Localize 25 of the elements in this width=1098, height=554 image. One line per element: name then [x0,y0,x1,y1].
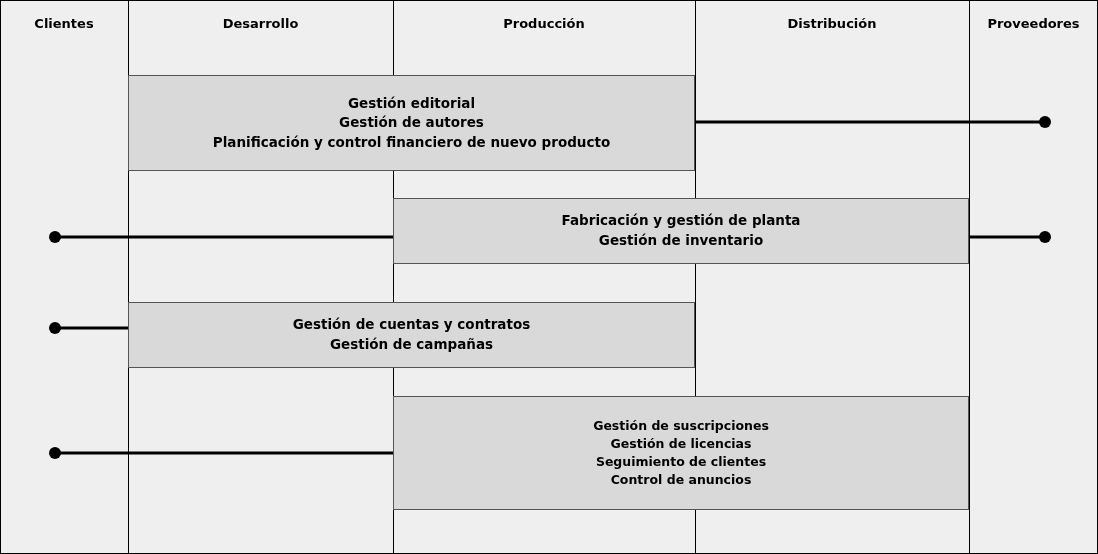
process-box [393,396,969,510]
column-header: Desarrollo [222,15,299,31]
column-header: Proveedores [987,15,1080,31]
connector-line [49,231,393,243]
column-header: Clientes [34,15,94,31]
box-text: Fabricación y gestión de planta [561,211,801,231]
box-text: Gestión de cuentas y contratos [292,315,531,335]
connector-line [49,447,393,459]
process-box [393,198,969,264]
box-text: Gestión de licencias [610,434,752,453]
connector-line [49,322,128,334]
connector-line [695,116,1051,128]
box-text: Gestión de suscripciones [593,416,769,435]
box-text: Seguimiento de clientes [595,453,767,471]
column-header: Distribución [787,15,877,31]
box-text: Gestión de campañas [329,335,494,354]
column-header: Producción [503,15,585,31]
process-box [128,75,695,171]
box-text: Control de anuncios [610,471,752,490]
box-text: Gestión editorial [347,93,476,113]
box-text: Gestión de autores [339,113,484,133]
process-box [128,302,695,368]
box-text: Planificación y control financiero de nuevo producto [212,132,611,152]
box-text: Gestión de inventario [598,231,764,250]
connector-line [969,231,1051,243]
